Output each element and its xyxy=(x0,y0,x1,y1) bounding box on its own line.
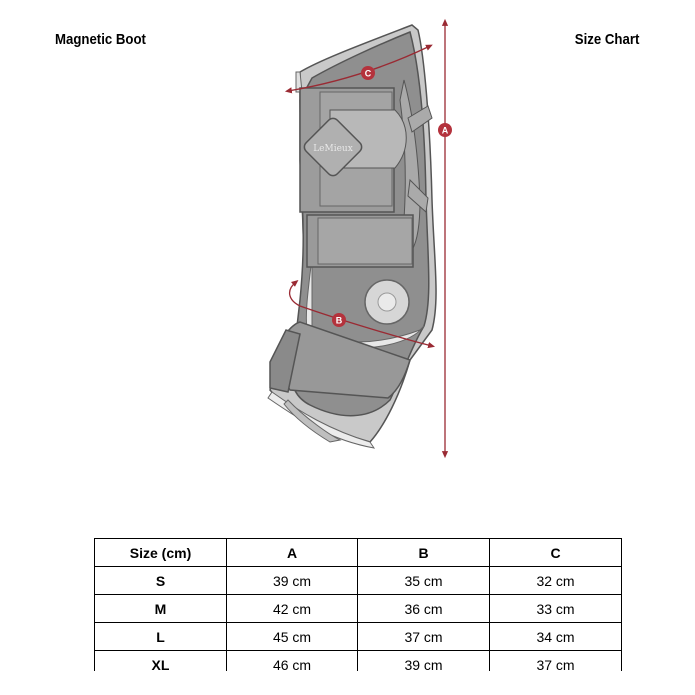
header-b: B xyxy=(357,538,490,567)
cell-c: 32 cm xyxy=(489,566,622,595)
header-size: Size (cm) xyxy=(94,538,227,567)
cell-c: 33 cm xyxy=(489,594,622,623)
cell-a: 46 cm xyxy=(226,650,358,671)
product-title: Magnetic Boot xyxy=(55,31,146,48)
header-a: A xyxy=(226,538,358,567)
cell-c: 34 cm xyxy=(489,622,622,651)
measure-b: B xyxy=(289,280,436,349)
cell-a: 39 cm xyxy=(226,566,358,595)
cell-a: 42 cm xyxy=(226,594,358,623)
size-cell: L xyxy=(94,622,227,651)
size-cell: XL xyxy=(94,650,227,671)
measure-a: A xyxy=(438,18,452,459)
cell-b: 39 cm xyxy=(357,650,490,671)
marker-b xyxy=(332,313,346,327)
table-header-row: Size (cm) A B C xyxy=(94,538,622,567)
table-row: M 42 cm 36 cm 33 cm xyxy=(94,594,622,623)
cell-c: 37 cm xyxy=(489,650,622,671)
cell-b: 35 cm xyxy=(357,566,490,595)
table-row: L 45 cm 37 cm 34 cm xyxy=(94,622,622,651)
table-row: S 39 cm 35 cm 32 cm xyxy=(94,566,622,595)
marker-b-label: B xyxy=(336,316,343,326)
brand-logo: LeMieux xyxy=(313,144,353,154)
size-table: Size (cm) A B C S 39 cm 35 cm 32 cm M 42… xyxy=(94,538,622,671)
size-chart-title: Size Chart xyxy=(574,31,639,48)
measure-c: C xyxy=(284,44,433,94)
cell-b: 36 cm xyxy=(357,594,490,623)
marker-a-label: A xyxy=(442,126,449,136)
cell-a: 45 cm xyxy=(226,622,358,651)
header-c: C xyxy=(489,538,622,567)
table-row: XL 46 cm 39 cm 37 cm xyxy=(94,650,622,671)
size-cell: M xyxy=(94,594,227,623)
marker-a xyxy=(438,123,452,137)
marker-c xyxy=(361,66,375,80)
boot-diagram: LeMieux A C B xyxy=(267,18,452,459)
size-cell: S xyxy=(94,566,227,595)
marker-c-label: C xyxy=(365,69,372,79)
cell-b: 37 cm xyxy=(357,622,490,651)
